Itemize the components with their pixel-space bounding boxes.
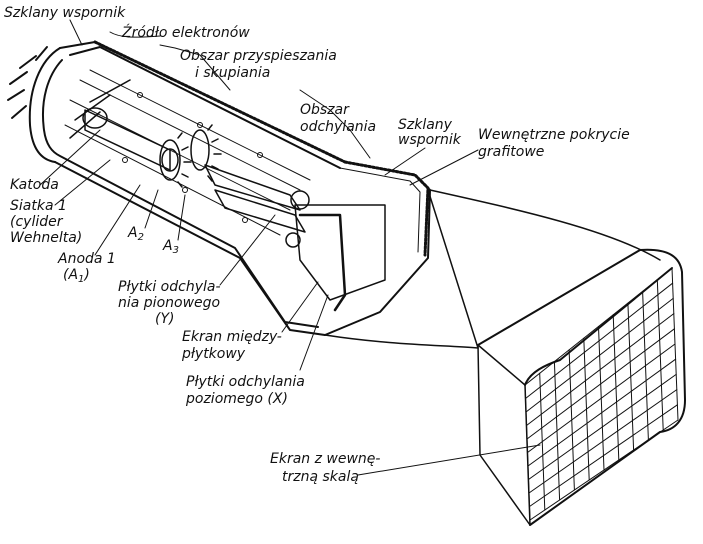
label-cylider: (cylider xyxy=(10,214,63,230)
label-odchylania: odchylania xyxy=(300,119,377,135)
grid-line xyxy=(627,302,635,451)
electron-gun xyxy=(69,79,179,172)
grid-line xyxy=(528,389,678,494)
label-trzna-skala: trzną skalą xyxy=(282,469,359,485)
label-wewnetrzne-pokrycie: Wewnętrzne pokrycie xyxy=(478,127,630,143)
label-wehnelta: Wehnelta) xyxy=(10,230,83,246)
grid-line xyxy=(529,404,678,507)
label-i-skupiania: i skupiania xyxy=(195,65,271,81)
label-plytki-x-1: Płytki odchylania xyxy=(186,374,305,390)
grid-line xyxy=(612,314,620,461)
label-anoda-1: Anoda 1 xyxy=(58,251,116,267)
base-pins xyxy=(7,46,48,119)
label-zrodlo-elektronow: Źródło elektronów xyxy=(122,25,250,41)
grid-line xyxy=(671,267,679,421)
label-plytkowy: płytkowy xyxy=(182,346,246,362)
label-plytki-x-2: poziomego (X) xyxy=(186,391,288,407)
label-obszar-przyspieszania: Obszar przyspieszania xyxy=(180,48,337,64)
screen xyxy=(477,248,686,526)
grid-line xyxy=(527,358,677,467)
grid-line xyxy=(656,279,664,431)
label-ekran-miedzy: Ekran między- xyxy=(182,329,282,345)
label-wspornik: wspornik xyxy=(398,132,461,148)
label-a3: A3 xyxy=(163,238,179,256)
screen-grid xyxy=(524,267,679,521)
label-szklany-wspornik-top: Szklany wspornik xyxy=(4,5,126,21)
grid-line xyxy=(528,373,677,480)
tube-neck-outline xyxy=(28,41,416,336)
label-a2: A2 xyxy=(128,225,144,243)
grid-line xyxy=(529,419,679,521)
label-grafitowe: grafitowe xyxy=(478,144,545,160)
label-ekran-z-wewn: Ekran z wewnę- xyxy=(270,451,381,467)
label-anoda-a1: (A1) xyxy=(63,267,90,285)
grid-line xyxy=(642,290,649,441)
label-katoda: Katoda xyxy=(10,177,59,193)
label-obszar: Obszar xyxy=(300,102,349,118)
label-siatka-1: Siatka 1 xyxy=(10,198,67,214)
label-plytki-y-3: (Y) xyxy=(155,311,175,327)
label-szklany: Szklany xyxy=(398,117,452,133)
leader-lines xyxy=(39,19,541,476)
flare-outline xyxy=(324,174,431,336)
label-plytki-y-1: Płytki odchyla- xyxy=(118,279,221,295)
deflection-plates xyxy=(204,164,386,312)
funnel xyxy=(324,189,661,349)
anode-discs xyxy=(159,124,222,188)
label-plytki-y-2: nia pionowego xyxy=(118,295,221,311)
grid-line xyxy=(527,343,676,453)
